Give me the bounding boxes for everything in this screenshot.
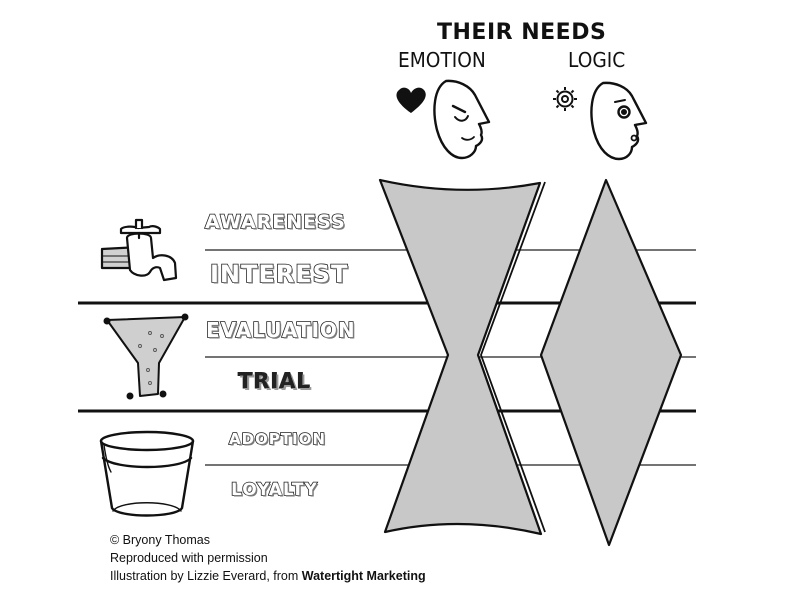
needs-title: THEIR NEEDS bbox=[437, 20, 607, 45]
gear-icon bbox=[553, 87, 577, 111]
credit-copyright: © Bryony Thomas bbox=[110, 533, 210, 547]
stage-loyalty-label: LOYALTY bbox=[230, 479, 318, 501]
logic-face-icon bbox=[590, 81, 648, 161]
credit-illustration-prefix: Illustration by Lizzie Everard, from bbox=[110, 569, 302, 583]
emotion-right-edge bbox=[480, 181, 546, 533]
heart-icon bbox=[396, 87, 426, 113]
credit-illustration: Illustration by Lizzie Everard, from Wat… bbox=[110, 567, 426, 585]
emotion-label: EMOTION bbox=[398, 48, 486, 72]
stage-awareness-label: AWARENESS bbox=[204, 210, 346, 234]
stage-evaluation-label: EVALUATION bbox=[205, 317, 356, 343]
logic-label: LOGIC bbox=[568, 48, 626, 72]
credit-permission: Reproduced with permission bbox=[110, 551, 268, 565]
funnel-icon bbox=[103, 313, 189, 400]
emotion-hourglass-shape bbox=[378, 178, 543, 536]
stage-interest-label: INTEREST bbox=[209, 259, 349, 289]
bucket-icon bbox=[99, 430, 195, 517]
logic-diamond-shape bbox=[539, 178, 683, 547]
credit-source-title: Watertight Marketing bbox=[301, 569, 426, 583]
stage-adoption-label: ADOPTION bbox=[228, 429, 326, 449]
credits-block: © Bryony Thomas Reproduced with permissi… bbox=[110, 531, 426, 585]
emotion-face-icon bbox=[433, 79, 491, 160]
tap-icon bbox=[100, 218, 178, 282]
stage-trial-label: TRIAL bbox=[238, 369, 311, 394]
